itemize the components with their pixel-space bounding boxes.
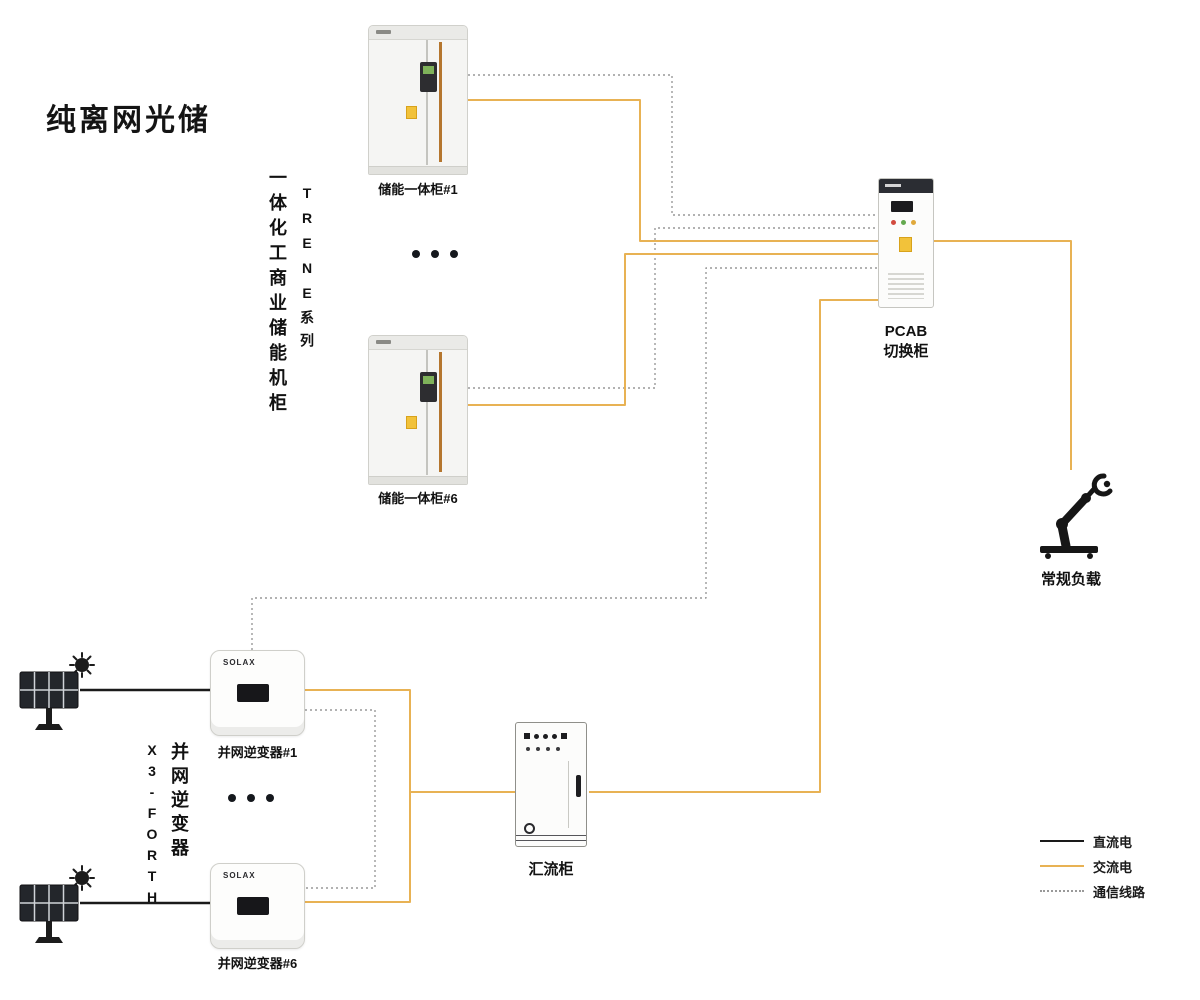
indicator-lights — [891, 220, 916, 225]
ac-line-storage6-pcab — [468, 253, 878, 406]
legend-item-comm: 通信线路 — [1040, 883, 1146, 900]
inverter-6-label: 并网逆变器#6 — [217, 956, 298, 971]
door-seam — [568, 761, 569, 828]
inverter-series-name-vertical: 并网逆变器 — [169, 742, 189, 862]
cabinet-top-strip — [369, 26, 467, 40]
solar-panel-icon — [19, 652, 95, 730]
storage-series-name-vertical: 一体化工商业储能机柜 — [267, 168, 287, 418]
ac-line-storage1-pcab — [468, 99, 878, 242]
storage-cabinet-6 — [368, 335, 468, 485]
pcab-label-line1: PCAB — [884, 323, 928, 340]
legend: 直流电 交流电 通信线路 — [1040, 833, 1145, 908]
legend-label: 通信线路 — [1093, 884, 1146, 900]
brand-logo: SOLAX — [223, 658, 256, 667]
inverter-1-label: 并网逆变器#1 — [217, 745, 298, 760]
panel-screen — [423, 376, 434, 384]
cabinet-accent-stripe — [439, 42, 442, 162]
combiner-label: 汇流柜 — [528, 861, 574, 878]
cabinet-base — [369, 166, 467, 174]
comm-line-storage1-pcab — [468, 74, 878, 216]
cabinet-top-strip — [369, 336, 467, 350]
brand-logo — [885, 184, 901, 187]
storage-cabinet-6-label: 储能一体柜#6 — [378, 491, 458, 506]
cabinet-base — [516, 835, 586, 841]
cabinet-base — [369, 476, 467, 484]
warning-sticker-icon — [406, 416, 417, 429]
breaker-row — [524, 733, 567, 739]
ac-line-pcab-load — [934, 240, 1072, 470]
pcab-label: PCAB 切换柜 — [866, 322, 946, 363]
ellipsis-dots — [228, 794, 274, 802]
solar-panel-icon — [19, 865, 95, 943]
pcab-header — [879, 179, 933, 193]
legend-label: 交流电 — [1093, 859, 1133, 875]
comm-line-inverter1-inverter6 — [305, 709, 376, 889]
ac-line-swatch — [1040, 865, 1084, 867]
inverter-6: SOLAX — [210, 863, 305, 949]
storage-series-model-vertical: TRENE系列 — [299, 185, 315, 356]
panel-screen — [423, 66, 434, 74]
ac-line-inverter-bus — [305, 689, 411, 903]
cabinet-door-divider — [426, 40, 428, 165]
warning-sticker-icon — [899, 237, 912, 252]
indicator-row — [526, 747, 560, 751]
storage-cabinet-1 — [368, 25, 468, 175]
brand-logo — [524, 823, 535, 834]
storage-cabinet-1-label: 储能一体柜#1 — [378, 182, 458, 197]
pcab-label-line2: 切换柜 — [883, 343, 929, 361]
pcab-cabinet — [878, 178, 934, 308]
cabinet-accent-stripe — [439, 352, 442, 472]
robot-arm-icon — [1040, 473, 1113, 559]
inverter-series-model-vertical: X3-FORTH — [144, 742, 160, 910]
page-title: 纯离网光储 — [46, 104, 211, 137]
brand-logo — [376, 340, 391, 344]
ventilation-grille — [888, 273, 924, 299]
dc-line-swatch — [1040, 840, 1084, 842]
load-label: 常规负载 — [1040, 571, 1101, 588]
comm-line-swatch — [1040, 890, 1084, 892]
comm-line-inverters-pcab — [251, 267, 878, 650]
legend-label: 直流电 — [1093, 834, 1133, 850]
pcab-screen — [891, 201, 913, 212]
brand-logo — [376, 30, 391, 34]
inverter-1: SOLAX — [210, 650, 305, 736]
cabinet-door-divider — [426, 350, 428, 475]
legend-item-ac: 交流电 — [1040, 858, 1145, 875]
inverter-display — [237, 897, 269, 915]
warning-sticker-icon — [406, 106, 417, 119]
control-panel — [420, 372, 437, 402]
comm-line-storage6-pcab — [468, 227, 878, 389]
door-handle — [576, 775, 581, 797]
combiner-cabinet — [515, 722, 587, 847]
ac-line-combiner-pcab — [589, 299, 878, 793]
ellipsis-dots — [412, 250, 458, 258]
legend-item-dc: 直流电 — [1040, 833, 1145, 850]
brand-logo: SOLAX — [223, 871, 256, 880]
control-panel — [420, 62, 437, 92]
inverter-display — [237, 684, 269, 702]
